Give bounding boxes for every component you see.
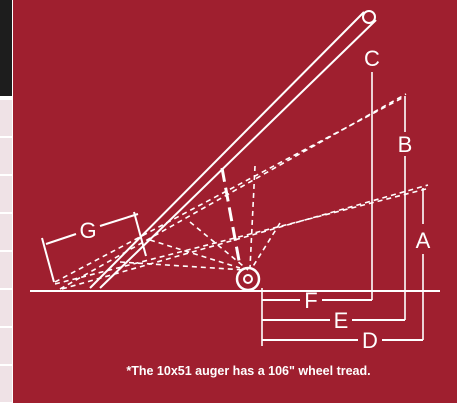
wheel-hub — [243, 274, 253, 284]
mid-position-tube-lower — [59, 93, 407, 290]
auger-tube-inner — [99, 19, 377, 289]
low-position-tube-upper — [54, 188, 427, 285]
label-e: E — [334, 308, 349, 333]
mid-position-tube-upper — [54, 96, 405, 283]
support-strut — [220, 167, 242, 267]
low-brace — [119, 261, 246, 271]
label-a: A — [416, 228, 431, 253]
sidebar-dark-block — [0, 0, 12, 96]
dim-g-line-right — [99, 213, 139, 227]
wheel — [235, 266, 261, 292]
label-b: B — [398, 132, 413, 157]
sidebar-cell — [0, 252, 12, 290]
sidebar-cell — [0, 138, 12, 176]
mid-strut — [249, 165, 256, 269]
sidebar-cell — [0, 290, 12, 328]
auger-tube-outer — [89, 11, 365, 289]
mid-brace — [149, 239, 241, 269]
dim-g-tick-left — [41, 237, 55, 283]
label-g: G — [79, 218, 96, 243]
auger-tube-end — [362, 10, 376, 24]
dim-g-line-left — [45, 233, 77, 245]
wheel-tread-footnote: *The 10x51 auger has a 106" wheel tread. — [126, 364, 371, 378]
label-f: F — [304, 288, 317, 313]
low-position-tube-lower — [61, 184, 429, 290]
label-c: C — [364, 46, 380, 71]
dim-g-tick-right — [133, 211, 147, 257]
mid-brace-2 — [189, 221, 249, 271]
sidebar-cell — [0, 328, 12, 366]
sidebar-cell — [0, 214, 12, 252]
left-sidebar-strip — [0, 0, 12, 404]
sidebar-cell — [0, 176, 12, 214]
diagram-panel — [13, 0, 457, 403]
label-d: D — [362, 328, 378, 353]
sidebar-cell — [0, 100, 12, 138]
